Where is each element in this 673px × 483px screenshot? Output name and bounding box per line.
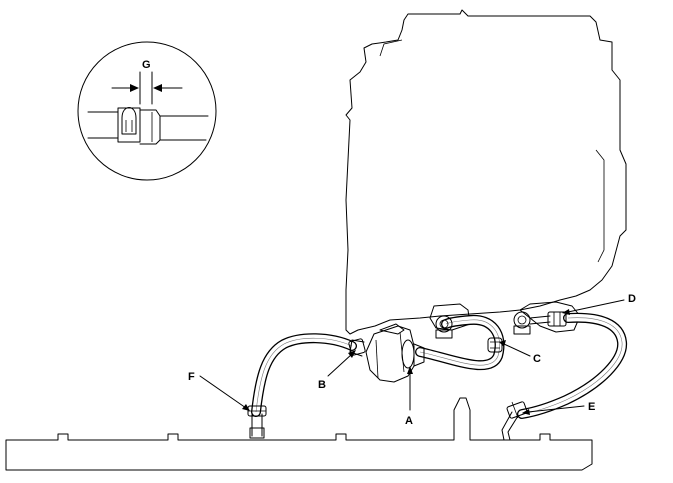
- banjo-fitting-right: [513, 311, 551, 335]
- clamp-b: [348, 338, 366, 356]
- callout-d: [562, 299, 625, 315]
- callout-b: [327, 350, 356, 377]
- label-f: F: [188, 371, 195, 383]
- detail-inset: [77, 41, 217, 181]
- label-d: D: [628, 293, 636, 305]
- label-a: A: [405, 415, 413, 427]
- base-member: [5, 397, 593, 471]
- callout-f: [199, 375, 250, 411]
- housing-detail: [595, 149, 605, 263]
- clamp-d: [547, 311, 567, 327]
- label-g: G: [142, 59, 151, 71]
- label-c: C: [533, 353, 541, 365]
- callout-e: [522, 405, 585, 415]
- clamp-e: [506, 401, 528, 419]
- transmission-housing: [345, 9, 627, 335]
- fitting-f-base: [249, 427, 265, 439]
- housing-detail: [379, 39, 403, 57]
- hose-filter: [349, 323, 425, 383]
- banjo-fitting-left: [435, 315, 453, 339]
- pipe-e: [501, 411, 513, 441]
- label-b: B: [318, 379, 326, 391]
- label-e: E: [588, 401, 595, 413]
- callout-a: [407, 366, 413, 411]
- hose-left: [251, 333, 357, 417]
- callout-c: [499, 340, 531, 357]
